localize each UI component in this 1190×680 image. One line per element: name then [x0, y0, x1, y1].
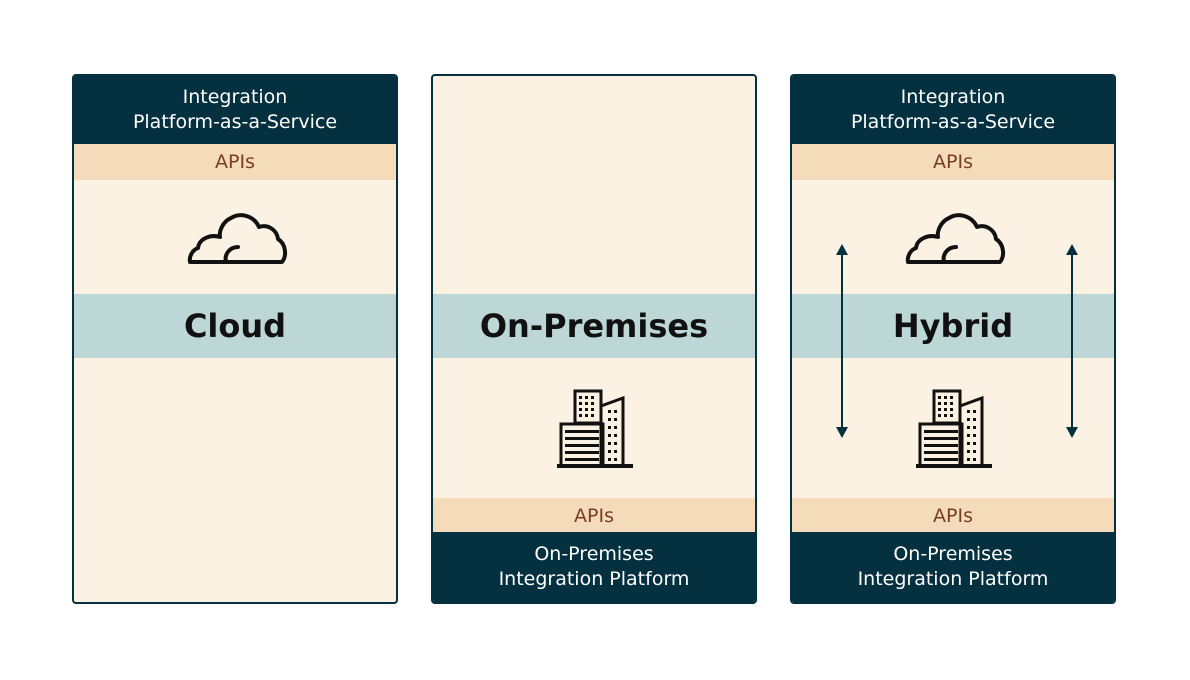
hybrid-card: Integration Platform-as-a-Service APIs H… — [790, 74, 1116, 604]
building-icon — [557, 389, 633, 468]
apis-label: APIs — [574, 505, 614, 527]
on-premises-platform-footer: On-Premises Integration Platform — [792, 532, 1114, 602]
footer-line-1: On-Premises — [534, 543, 654, 565]
on-premises-platform-footer: On-Premises Integration Platform — [433, 532, 755, 602]
header-line-1: Integration — [182, 86, 288, 108]
footer-line-2: Integration Platform — [857, 568, 1049, 590]
footer-line-2: Integration Platform — [498, 568, 690, 590]
footer-line-1: On-Premises — [893, 543, 1013, 565]
apis-band-bottom: APIs — [792, 498, 1114, 534]
card-title: On-Premises — [479, 307, 709, 345]
card-title: Hybrid — [892, 307, 1014, 345]
cloud-card: Integration Platform-as-a-Service APIs C… — [72, 74, 398, 604]
building-icon — [916, 389, 992, 468]
card-title: Cloud — [183, 307, 287, 345]
double-arrow-icon — [1066, 244, 1078, 438]
ipaas-header: Integration Platform-as-a-Service — [792, 76, 1114, 144]
apis-band-top: APIs — [74, 144, 396, 180]
apis-band-top: APIs — [792, 144, 1114, 180]
apis-label: APIs — [215, 151, 255, 173]
header-line-1: Integration — [900, 86, 1006, 108]
hybrid-title-band: Hybrid — [792, 294, 1114, 358]
on-premises-card: On-Premises APIs — [431, 74, 757, 604]
double-arrow-icon — [836, 244, 848, 438]
on-premises-title-band: On-Premises — [433, 294, 755, 358]
cloud-icon — [187, 213, 288, 264]
header-line-2: Platform-as-a-Service — [850, 111, 1056, 133]
cloud-icon — [905, 213, 1006, 264]
apis-label: APIs — [933, 151, 973, 173]
header-line-2: Platform-as-a-Service — [132, 111, 338, 133]
apis-label: APIs — [933, 505, 973, 527]
ipaas-header: Integration Platform-as-a-Service — [74, 76, 396, 144]
cloud-title-band: Cloud — [74, 294, 396, 358]
apis-band-bottom: APIs — [433, 498, 755, 534]
